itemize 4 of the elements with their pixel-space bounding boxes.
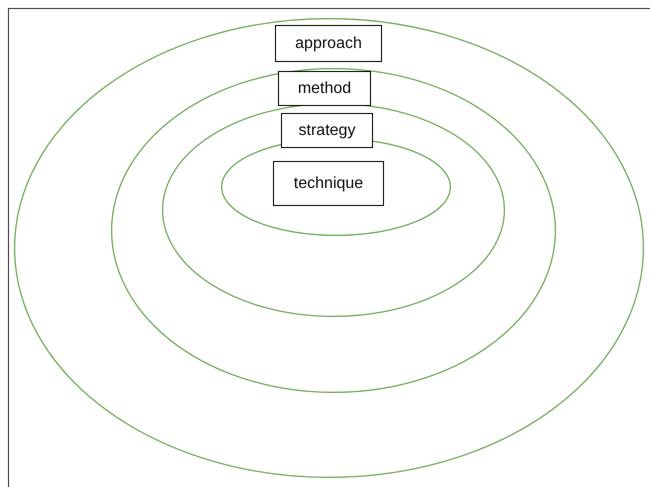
- term-label: method: [278, 71, 371, 106]
- term-label: strategy: [281, 113, 373, 148]
- term-label: approach: [275, 25, 382, 62]
- term-label: technique: [273, 161, 384, 206]
